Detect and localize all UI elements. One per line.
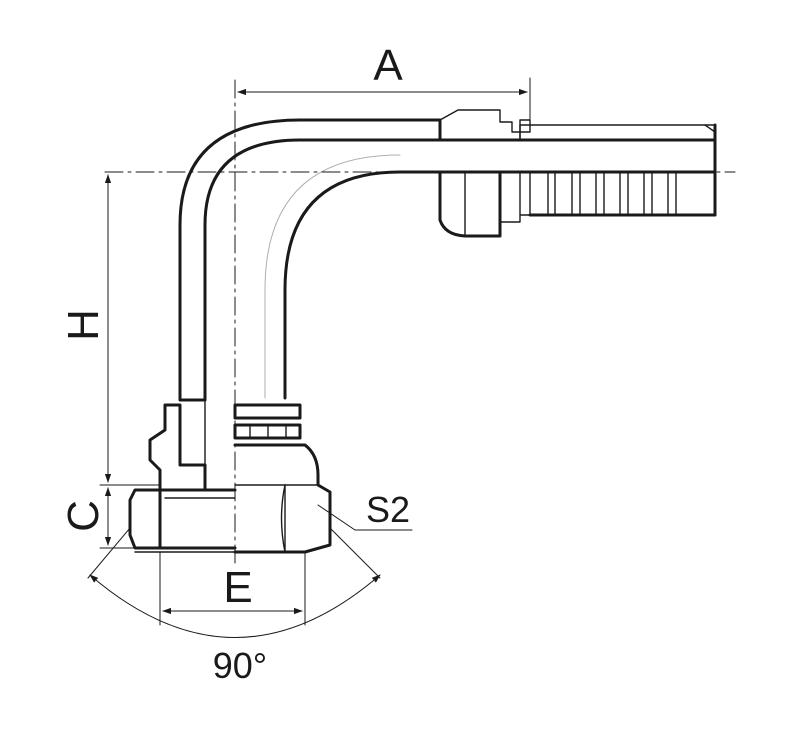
tail-tip-chamfer [704, 124, 716, 133]
swivel-nut [128, 403, 332, 554]
tail-barb-top [519, 124, 716, 141]
elbow-wall-hatch [178, 118, 442, 402]
dimension-c: C [59, 487, 136, 549]
elbow-inner-contour [283, 170, 442, 400]
nut-thread-left [128, 488, 162, 550]
elbow-inner-bore [264, 154, 401, 399]
dimension-angle: 90° [87, 527, 381, 686]
collar-outline [438, 170, 502, 238]
label-e: E [223, 563, 252, 612]
nut-collar-right [233, 403, 302, 420]
dimension-e: E [159, 551, 306, 626]
elbow-bore-outer [204, 139, 441, 466]
angle-arc [89, 574, 381, 638]
label-angle: 90° [213, 645, 267, 686]
label-s2: S2 [366, 489, 410, 530]
hex-corner [280, 484, 286, 553]
label-a: A [373, 41, 403, 90]
collar-hatch-top [439, 109, 531, 141]
dimension-a: A [237, 41, 531, 131]
dimension-h: H [59, 174, 161, 486]
nut-hatch-left [148, 403, 207, 492]
label-h: H [59, 309, 108, 341]
centre-lines [104, 79, 736, 566]
hose-tail [438, 109, 717, 238]
hex-nut-body [233, 443, 332, 554]
label-c: C [59, 500, 108, 532]
dimension-s2: S2 [317, 489, 413, 531]
